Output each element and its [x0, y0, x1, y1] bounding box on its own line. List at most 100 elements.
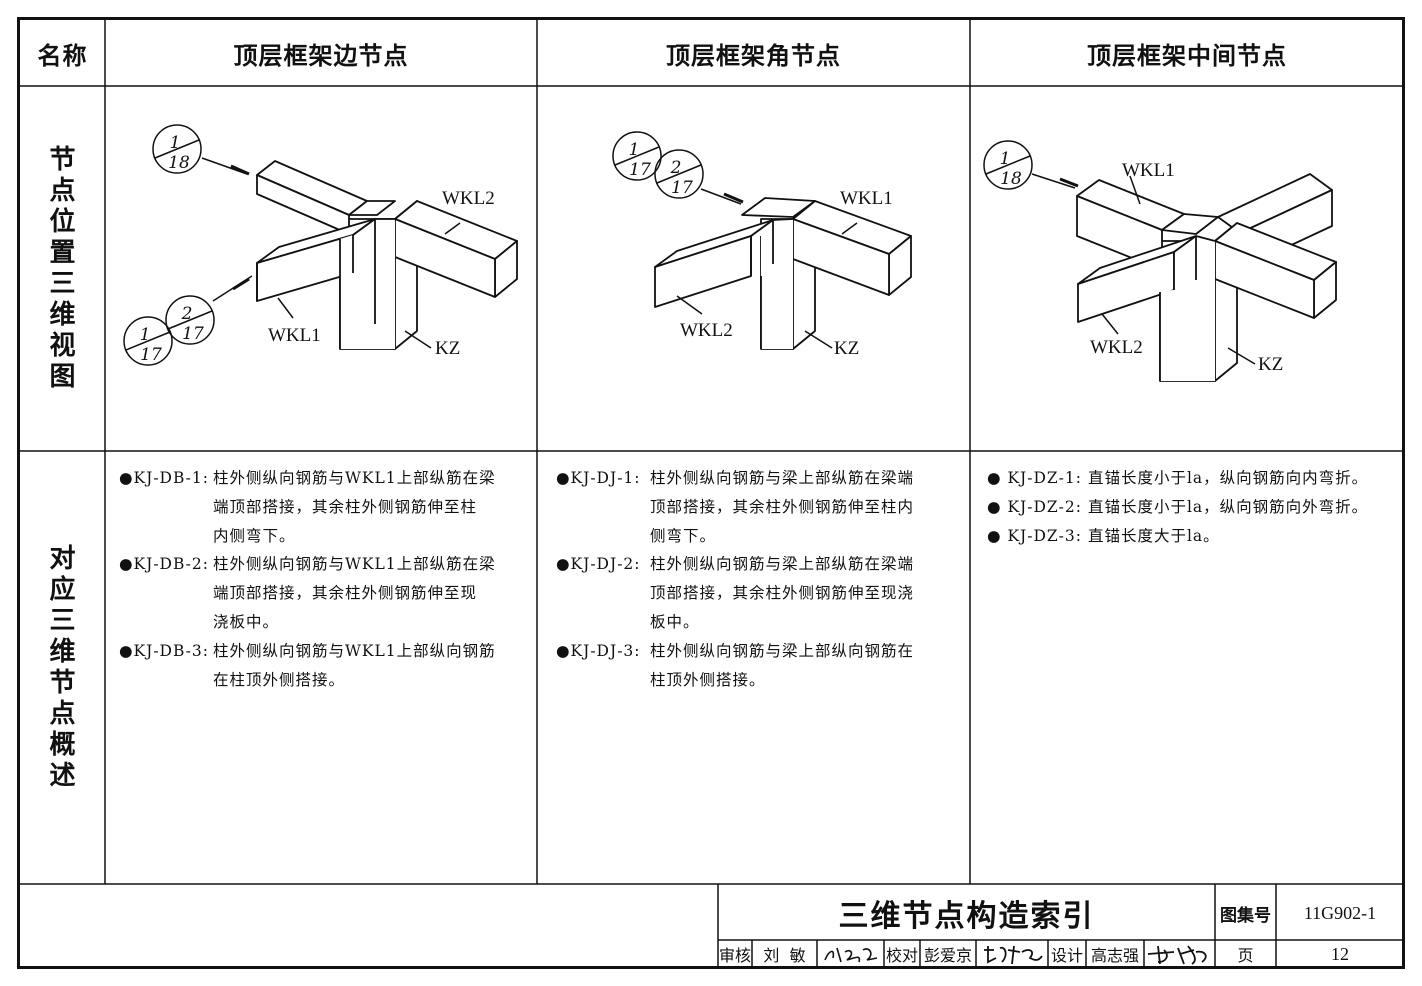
corner-node-3d-drawing: 1 17 2 17 WKL1 WKL2 KZ [612, 131, 912, 359]
ref-circle-top: 1 [170, 133, 181, 153]
row-label-char: 置 [49, 237, 76, 268]
ref-circle-bottom: 17 [671, 178, 693, 198]
row-label-char: 视 [49, 330, 76, 361]
row-label-char: 节 [49, 667, 76, 698]
column-label: KZ [435, 338, 460, 359]
description-line: 顶部搭接，其余柱外侧钢筋伸至柱内 [650, 497, 915, 516]
description-item: ●KJ-DB-3: 柱外侧纵向钢筋与WKL1上部纵向钢筋 在柱顶外侧搭接。 [119, 637, 531, 695]
description-code: ●KJ-DB-3: [119, 641, 209, 660]
row-label-char: 图 [49, 361, 76, 392]
ref-circle-top: 2 [181, 304, 193, 324]
atlas-label: 图集号 [1220, 905, 1271, 926]
edge-node-3d-drawing: 1 18 1 17 2 17 WKL2 WKL1 KZ [123, 124, 518, 366]
column-label: KZ [1258, 354, 1283, 375]
edge-node-description: ●KJ-DB-1: 柱外侧纵向钢筋与WKL1上部纵筋在梁 端顶部搭接，其余柱外侧… [119, 464, 531, 694]
description-line: 柱外侧纵向钢筋与梁上部纵筋在梁端 [650, 469, 915, 487]
description-code: ● KJ-DZ-1: [987, 469, 1083, 487]
middle-node-description: ● KJ-DZ-1: 直锚长度小于la，纵向钢筋向内弯折。 ● KJ-DZ-2:… [987, 464, 1399, 550]
designer-signature [1147, 945, 1207, 965]
description-code: ●KJ-DJ-1: [556, 469, 641, 487]
header-corner-node: 顶层框架角节点 [666, 41, 841, 70]
row-label-char: 维 [49, 299, 76, 330]
reviewer-name: 刘 敏 [763, 946, 806, 965]
row-label-char: 述 [49, 760, 76, 791]
drawing-frame [17, 17, 1405, 969]
description-item: ●KJ-DB-1: 柱外侧纵向钢筋与WKL1上部纵筋在梁 端顶部搭接，其余柱外侧… [119, 464, 531, 550]
beam-label: WKL2 [680, 320, 733, 341]
atlas-number: 11G902-1 [1303, 902, 1377, 923]
description-item: ●KJ-DJ-1: 柱外侧纵向钢筋与梁上部纵筋在梁端 顶部搭接，其余柱外侧钢筋伸… [556, 464, 968, 550]
drawing-title: 三维节点构造索引 [838, 899, 1095, 934]
row-label-3d-view: 节 点 位 置 三 维 视 图 [20, 86, 105, 451]
reviewer-signature [824, 947, 878, 963]
ref-circle-top: 1 [140, 325, 151, 345]
designer-name: 高志强 [1090, 946, 1139, 965]
description-line: 板中。 [650, 612, 700, 631]
description-item: ●KJ-DJ-2: 柱外侧纵向钢筋与梁上部纵筋在梁端 顶部搭接，其余柱外侧钢筋伸… [556, 550, 968, 636]
description-line: 直锚长度小于la，纵向钢筋向外弯折。 [1087, 497, 1369, 516]
description-code: ●KJ-DJ-2: [556, 555, 641, 574]
description-line: 在柱顶外侧搭接。 [213, 670, 346, 689]
row-label-char: 节 [49, 144, 76, 175]
middle-node-3d-drawing: 1 18 WKL1 WKL2 KZ [983, 140, 1337, 382]
description-code: ● KJ-DZ-3: [987, 526, 1083, 545]
beam-label: WKL1 [840, 188, 893, 209]
beam-label: WKL2 [1090, 337, 1143, 358]
ref-circle-top: 1 [629, 140, 640, 160]
row-label-char: 应 [49, 574, 76, 605]
ref-circle-bottom: 18 [168, 153, 190, 173]
column-label: KZ [834, 338, 859, 359]
row-label-char: 位 [49, 206, 76, 237]
row-label-description: 对 应 三 维 节 点 概 述 [20, 451, 105, 884]
checker-signature [984, 945, 1043, 965]
checker-name: 彭爱京 [923, 946, 972, 965]
beam-label: WKL2 [442, 188, 495, 209]
page-label: 页 [1237, 946, 1254, 965]
header-name: 名称 [37, 41, 88, 70]
design-label: 设计 [1050, 946, 1083, 965]
description-line: 顶部搭接，其余柱外侧钢筋伸至现浇 [650, 584, 915, 603]
row-label-char: 点 [49, 175, 76, 206]
header-middle-node: 顶层框架中间节点 [1087, 41, 1287, 70]
description-line: 直锚长度大于la。 [1087, 526, 1220, 545]
description-line: 内侧弯下。 [213, 526, 296, 545]
description-line: 柱顶外侧搭接。 [650, 670, 766, 689]
description-item: ●KJ-DB-2: 柱外侧纵向钢筋与WKL1上部纵筋在梁 端顶部搭接，其余柱外侧… [119, 550, 531, 636]
ref-circle-bottom: 17 [140, 345, 162, 365]
ref-circle-bottom: 17 [182, 324, 204, 344]
description-line: 柱外侧纵向钢筋与WKL1上部纵筋在梁 [213, 469, 496, 487]
description-line: 柱外侧纵向钢筋与WKL1上部纵向钢筋 [213, 641, 496, 660]
description-item: ● KJ-DZ-3: 直锚长度大于la。 [987, 522, 1399, 551]
ref-circle-bottom: 18 [1000, 169, 1022, 189]
row-label-char: 概 [49, 729, 76, 760]
check-label: 校对 [885, 946, 918, 965]
review-label: 审核 [718, 946, 751, 965]
description-line: 侧弯下。 [650, 526, 717, 545]
description-line: 柱外侧纵向钢筋与梁上部纵筋在梁端 [650, 555, 915, 574]
description-line: 直锚长度小于la，纵向钢筋向内弯折。 [1087, 469, 1369, 487]
page-number: 12 [1331, 943, 1349, 964]
ref-circle-top: 2 [670, 158, 682, 178]
description-line: 端顶部搭接，其余柱外侧钢筋伸至柱 [213, 497, 478, 516]
beam-label: WKL1 [268, 325, 321, 346]
row-label-char: 三 [49, 605, 76, 636]
row-label-char: 维 [49, 636, 76, 667]
description-item: ●KJ-DJ-3: 柱外侧纵向钢筋与梁上部纵向钢筋在 柱顶外侧搭接。 [556, 637, 968, 695]
ref-circle-top: 1 [1000, 149, 1011, 169]
ref-circle-bottom: 17 [629, 160, 651, 180]
description-line: 柱外侧纵向钢筋与梁上部纵向钢筋在 [650, 641, 915, 660]
beam-label: WKL1 [1122, 160, 1175, 181]
row-label-char: 三 [49, 268, 76, 299]
description-item: ● KJ-DZ-2: 直锚长度小于la，纵向钢筋向外弯折。 [987, 493, 1399, 522]
corner-node-description: ●KJ-DJ-1: 柱外侧纵向钢筋与梁上部纵筋在梁端 顶部搭接，其余柱外侧钢筋伸… [556, 464, 968, 694]
description-code: ●KJ-DB-1: [119, 469, 209, 487]
description-code: ● KJ-DZ-2: [987, 497, 1083, 516]
description-line: 端顶部搭接，其余柱外侧钢筋伸至现 [213, 584, 478, 603]
row-label-char: 点 [49, 698, 76, 729]
row-label-char: 对 [49, 543, 76, 574]
description-item: ● KJ-DZ-1: 直锚长度小于la，纵向钢筋向内弯折。 [987, 464, 1399, 493]
description-code: ●KJ-DJ-3: [556, 641, 641, 660]
description-line: 柱外侧纵向钢筋与WKL1上部纵筋在梁 [213, 555, 496, 574]
description-line: 浇板中。 [213, 612, 280, 631]
